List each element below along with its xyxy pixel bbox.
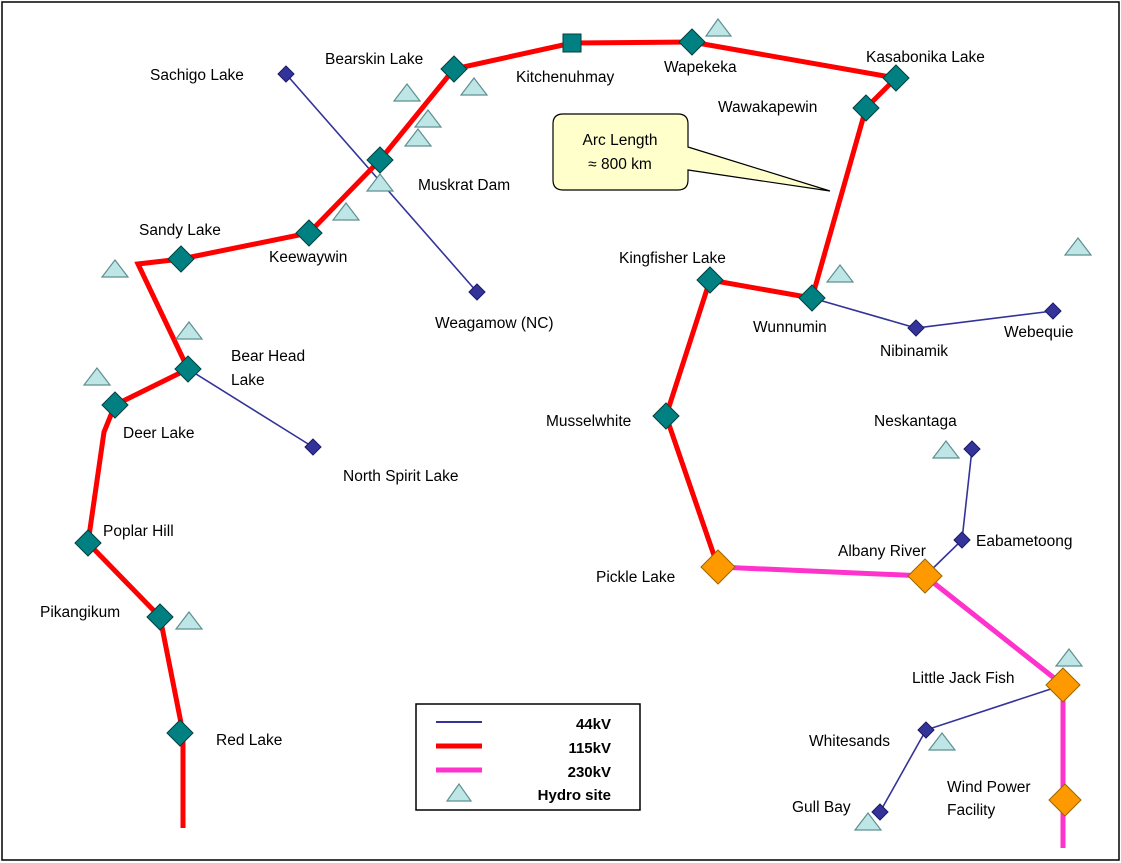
hydro-triangle-icon (174, 611, 204, 630)
label-sachigo-lake: Sachigo Lake (150, 67, 244, 84)
label-bear-head-lake-line1: Bear Head (231, 348, 305, 365)
hydro-triangle-icon (704, 17, 733, 37)
label-kitchenuhmay: Kitchenuhmay (516, 69, 614, 86)
station-kasabonika-lake[interactable] (882, 64, 910, 92)
node-north-spirit-lake[interactable] (304, 438, 322, 456)
station-little-jack-fish[interactable] (1045, 667, 1081, 703)
label-kasabonika-lake: Kasabonika Lake (866, 49, 985, 66)
arc-length-callout: Arc Length ≈ 800 km (552, 113, 831, 192)
hydro-sites (82, 17, 1093, 831)
label-bear-head-lake-line2: Lake (231, 372, 265, 389)
label-wind-power-line2: Facility (947, 802, 995, 819)
label-musselwhite: Musselwhite (546, 413, 631, 430)
label-keewaywin: Keewaywin (269, 249, 347, 266)
hydro-triangle-icon (392, 83, 422, 102)
station-poplar-hill[interactable] (74, 529, 102, 557)
station-muskrat-dam[interactable] (366, 146, 394, 174)
hydro-triangle-icon (365, 173, 395, 192)
node-nibinamik[interactable] (907, 319, 925, 337)
station-pikangikum[interactable] (146, 603, 174, 631)
legend-label-115kv: 115kV (568, 740, 611, 757)
hydro-triangle-icon (1054, 648, 1084, 667)
label-muskrat-dam: Muskrat Dam (418, 177, 510, 194)
stations-230kv (700, 549, 1082, 817)
label-weagamow: Weagamow (NC) (435, 315, 554, 332)
station-pickle-lake[interactable] (700, 549, 736, 585)
hydro-triangle-icon (1063, 237, 1093, 256)
label-bearskin-lake: Bearskin Lake (325, 51, 423, 68)
label-pickle-lake: Pickle Lake (596, 569, 675, 586)
station-red-lake[interactable] (166, 719, 194, 747)
node-eabametoong[interactable] (953, 531, 971, 549)
station-albany-river[interactable] (907, 558, 943, 594)
label-wind-power-line1: Wind Power (947, 779, 1031, 796)
station-wind-power-facility[interactable] (1048, 783, 1082, 817)
station-bear-head-lake[interactable] (174, 355, 202, 383)
community-labels: Sachigo Lake Bearskin Lake Kitchenuhmay … (40, 49, 1074, 819)
label-poplar-hill: Poplar Hill (103, 523, 174, 540)
label-wawakapewin: Wawakapewin (718, 99, 817, 116)
label-wunnumin: Wunnumin (753, 319, 827, 336)
station-wunnumin[interactable] (798, 284, 826, 312)
hydro-triangle-icon (853, 812, 883, 831)
label-eabametoong: Eabametoong (976, 533, 1073, 550)
label-gull-bay: Gull Bay (792, 799, 851, 816)
hydro-triangle-icon (403, 128, 433, 147)
station-sandy-lake[interactable] (167, 245, 195, 273)
hydro-triangle-icon (174, 321, 204, 340)
label-whitesands: Whitesands (809, 733, 890, 750)
hydro-triangle-icon (931, 440, 961, 459)
hydro-triangle-icon (413, 109, 443, 128)
callout-line2: ≈ 800 km (588, 156, 652, 173)
label-kingfisher-lake: Kingfisher Lake (619, 250, 726, 267)
station-bearskin-lake[interactable] (440, 55, 468, 83)
node-gull-bay[interactable] (871, 803, 889, 821)
callout-balloon (552, 113, 831, 192)
hydro-triangle-icon (459, 77, 489, 96)
label-pikangikum: Pikangikum (40, 604, 120, 621)
label-north-spirit-lake: North Spirit Lake (343, 468, 458, 485)
hydro-triangle-icon (825, 264, 855, 283)
node-weagamow[interactable] (468, 283, 486, 301)
hydro-triangle-icon (100, 259, 130, 278)
station-keewaywin[interactable] (295, 219, 323, 247)
station-kitchenuhmay[interactable] (562, 33, 582, 53)
label-little-jack-fish: Little Jack Fish (912, 670, 1015, 687)
station-deer-lake[interactable] (101, 391, 129, 419)
label-nibinamik: Nibinamik (880, 343, 948, 360)
stations-115kv (74, 28, 910, 747)
label-red-lake: Red Lake (216, 732, 282, 749)
legend-label-230kv: 230kV (568, 764, 611, 781)
node-whitesands[interactable] (917, 721, 935, 739)
callout-line1: Arc Length (583, 132, 658, 149)
line-115kv-west-spine (85, 39, 897, 828)
station-musselwhite[interactable] (652, 402, 680, 430)
station-wawakapewin[interactable] (852, 94, 880, 122)
label-albany-river: Albany River (838, 543, 926, 560)
label-neskantaga: Neskantaga (874, 413, 957, 430)
line-44kv-bearhead-northspirit (187, 368, 314, 448)
station-wapekeka[interactable] (678, 28, 706, 56)
hydro-triangle-icon (82, 367, 112, 386)
label-wapekeka: Wapekeka (664, 59, 737, 76)
label-deer-lake: Deer Lake (123, 425, 195, 442)
node-sachigo-lake[interactable] (277, 65, 295, 83)
node-webequie[interactable] (1044, 302, 1062, 320)
legend: 44kV 115kV 230kV Hydro site (415, 703, 641, 811)
hydro-triangle-icon (331, 202, 361, 221)
label-sandy-lake: Sandy Lake (139, 222, 221, 239)
label-webequie: Webequie (1004, 324, 1074, 341)
hydro-triangle-icon (927, 732, 957, 751)
node-neskantaga[interactable] (963, 440, 981, 458)
legend-label-44kv: 44kV (576, 716, 611, 733)
nodes-44kv (277, 65, 1062, 821)
hydro-triangle-icon (445, 782, 473, 802)
station-kingfisher-lake[interactable] (696, 266, 724, 294)
legend-label-hydro-site: Hydro site (538, 787, 611, 804)
